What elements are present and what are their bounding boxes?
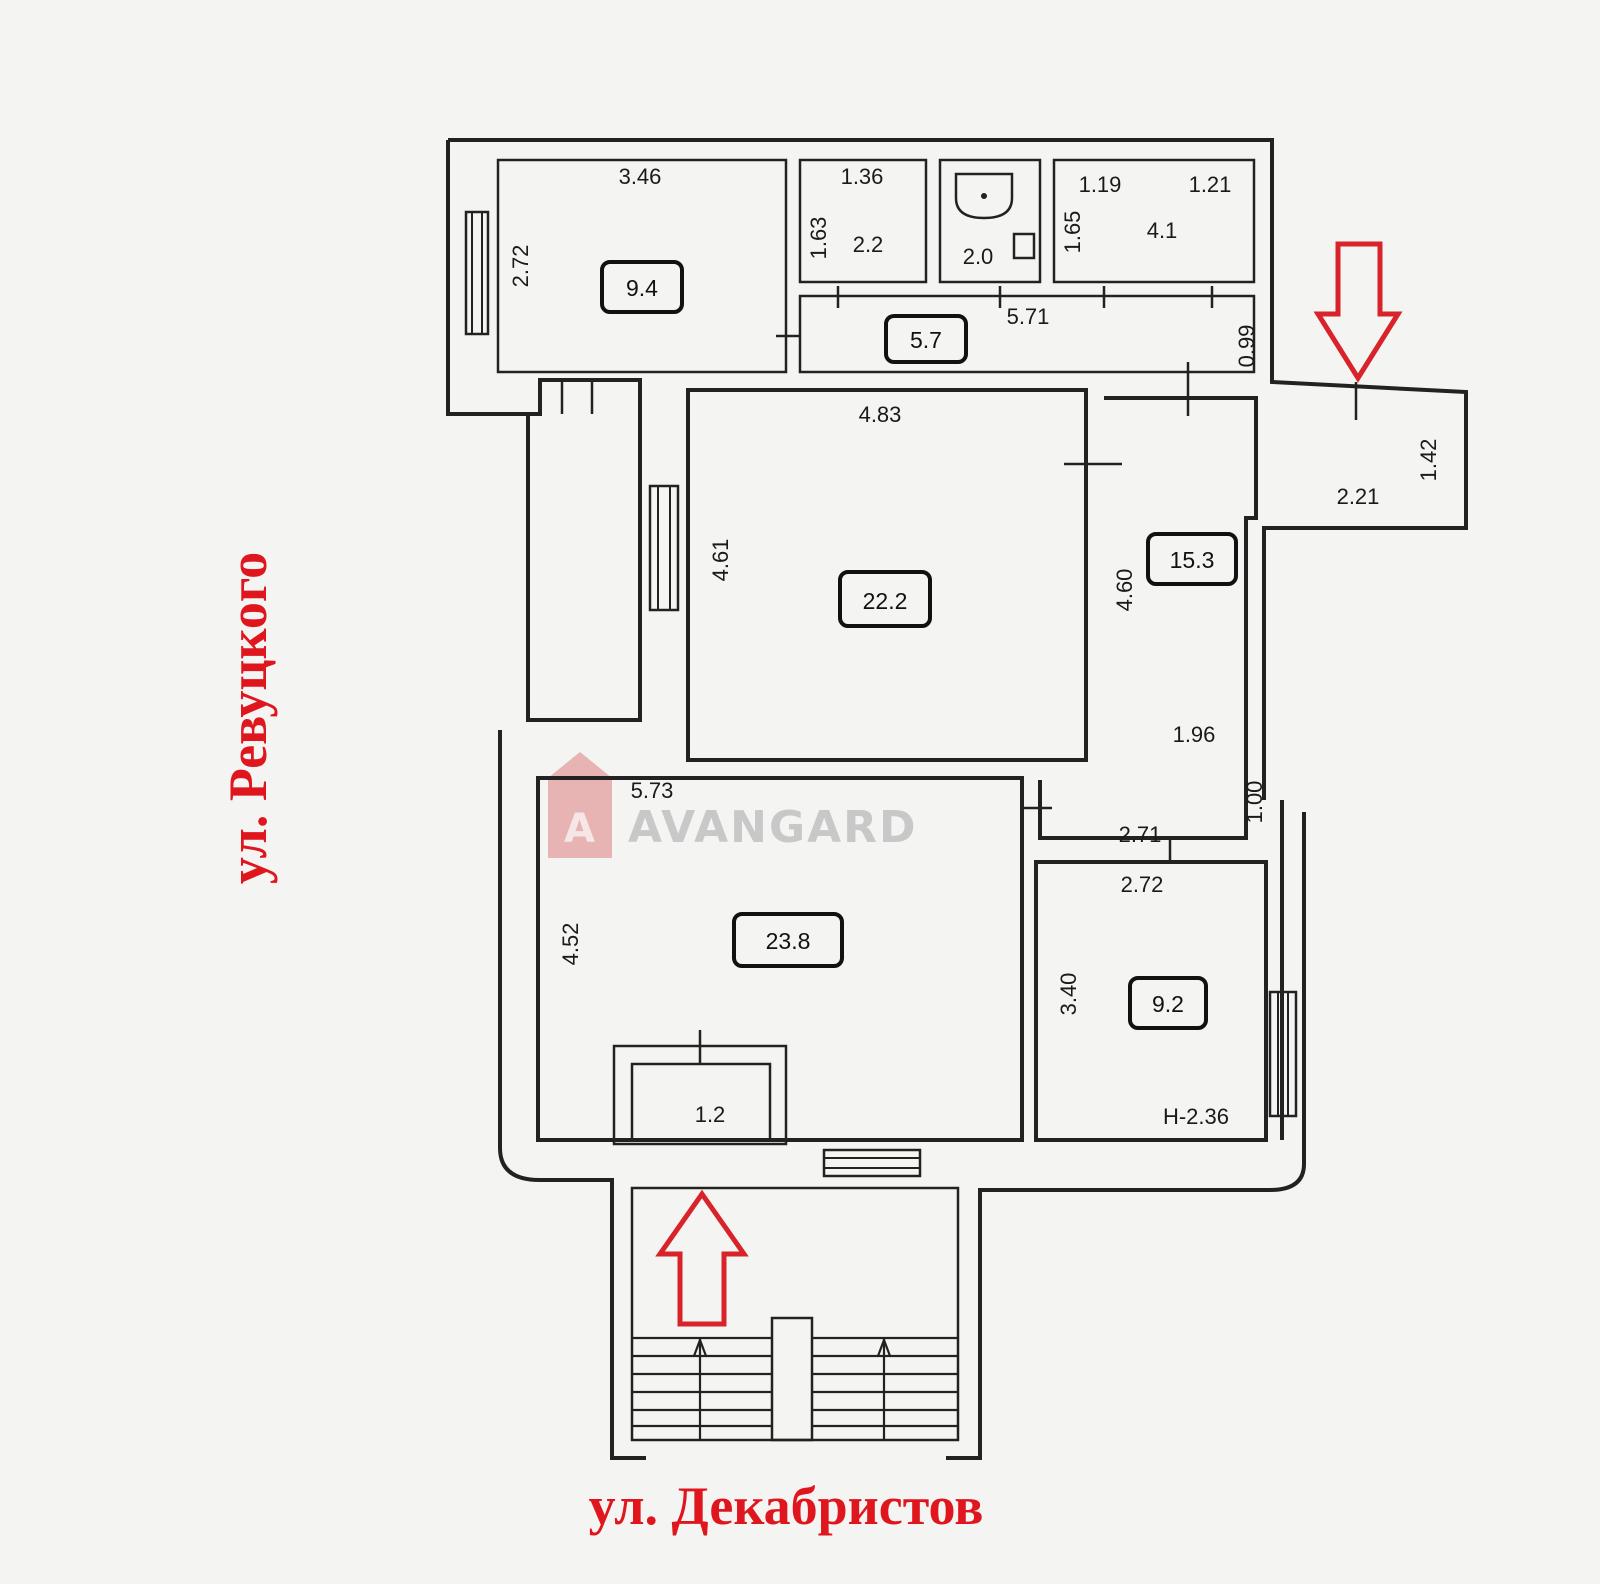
area-9-2: 9.2 <box>1152 991 1184 1017</box>
entrance-arrow-bottom <box>655 1189 749 1327</box>
sink-icon <box>1012 232 1036 260</box>
area-box-22-2 <box>838 570 932 628</box>
dim-3-40: 3.40 <box>1056 973 1081 1016</box>
dim-1-63: 1.63 <box>806 217 831 260</box>
room-4-1-walls <box>1052 158 1256 284</box>
toilet-icon <box>954 172 1036 260</box>
window-left-top <box>464 210 490 336</box>
entrance-arrow-top-right <box>1313 241 1403 383</box>
outer-wall-right-lower <box>946 812 1306 1460</box>
outer-wall-top-left <box>446 140 642 416</box>
area-22-2: 22.2 <box>863 588 908 614</box>
dim-2-71: 2.71 <box>1119 822 1162 847</box>
dim-4-83: 4.83 <box>859 402 902 427</box>
dim-4-60: 4.60 <box>1112 569 1137 612</box>
area-4-1: 4.1 <box>1147 218 1178 243</box>
area-box-9-4 <box>600 260 684 314</box>
windows <box>464 210 1298 1178</box>
area-box-5-7 <box>884 314 968 364</box>
window-right-lower <box>1268 990 1298 1118</box>
room-15-3-walls <box>1038 396 1258 840</box>
dim-5-73: 5.73 <box>631 778 674 803</box>
area-15-3: 15.3 <box>1170 547 1215 573</box>
corridor-left-walls <box>526 414 642 722</box>
room-23-8-walls <box>536 776 1024 1142</box>
area-2-2: 2.2 <box>853 232 884 257</box>
dim-2-72: 2.72 <box>508 245 533 288</box>
dim-4-52: 4.52 <box>558 923 583 966</box>
window-bottom <box>822 1148 922 1178</box>
room-1-2-walls <box>612 1044 788 1146</box>
dim-1-42: 1.42 <box>1416 439 1441 482</box>
outer-wall-lower <box>498 730 646 1460</box>
room-5-7-walls <box>798 294 1256 374</box>
avangard-watermark: A AVANGARD <box>548 752 918 858</box>
dim-1-96: 1.96 <box>1173 722 1216 747</box>
dim-1-65: 1.65 <box>1060 211 1085 254</box>
dim-0-99: 0.99 <box>1234 325 1259 368</box>
dim-2-72b: 2.72 <box>1121 872 1164 897</box>
outer-wall-top <box>448 138 1468 800</box>
room-9-4-walls <box>496 158 788 374</box>
street-label-left: ул. Ревуцкого <box>218 552 278 884</box>
room-2-0-walls <box>938 158 1042 284</box>
area-box-9-2 <box>1128 976 1208 1030</box>
walls <box>446 138 1468 1460</box>
area-5-7: 5.7 <box>910 327 942 353</box>
dim-1-00: 1.00 <box>1242 781 1267 824</box>
door-marks <box>560 286 1358 1064</box>
area-box-15-3 <box>1146 532 1238 586</box>
room-9-2-walls <box>1034 860 1268 1142</box>
area-2-0: 2.0 <box>963 244 994 269</box>
dim-ceiling-height: Н-2.36 <box>1163 1104 1229 1129</box>
dim-3-46: 3.46 <box>619 164 662 189</box>
avangard-logo-letter: A <box>564 806 597 852</box>
room-22-2-walls <box>686 388 1088 762</box>
stairs <box>632 1336 958 1440</box>
dim-1-36: 1.36 <box>841 164 884 189</box>
dim-4-61: 4.61 <box>708 539 733 582</box>
room-2-2-walls <box>798 158 928 284</box>
dim-1-21: 1.21 <box>1189 172 1232 197</box>
avangard-watermark-text: AVANGARD <box>628 802 918 853</box>
dim-1-19: 1.19 <box>1079 172 1122 197</box>
dim-2-21: 2.21 <box>1337 484 1380 509</box>
area-1-2: 1.2 <box>695 1102 726 1127</box>
area-box-23-8 <box>732 912 844 968</box>
stair-divider <box>770 1316 814 1442</box>
window-left-mid <box>648 484 680 612</box>
dim-5-71: 5.71 <box>1007 304 1050 329</box>
dimensions: 3.46 2.72 1.36 1.63 1.19 1.21 1.65 5.71 … <box>508 164 1441 1129</box>
street-label-bottom: ул. Декабристов <box>589 1476 984 1536</box>
room-1-2-inner <box>630 1062 772 1142</box>
area-9-4: 9.4 <box>626 275 658 301</box>
area-labels: 9.4 2.2 2.0 4.1 5.7 22.2 15.3 23.8 9.2 1… <box>600 218 1238 1127</box>
area-23-8: 23.8 <box>766 928 811 954</box>
